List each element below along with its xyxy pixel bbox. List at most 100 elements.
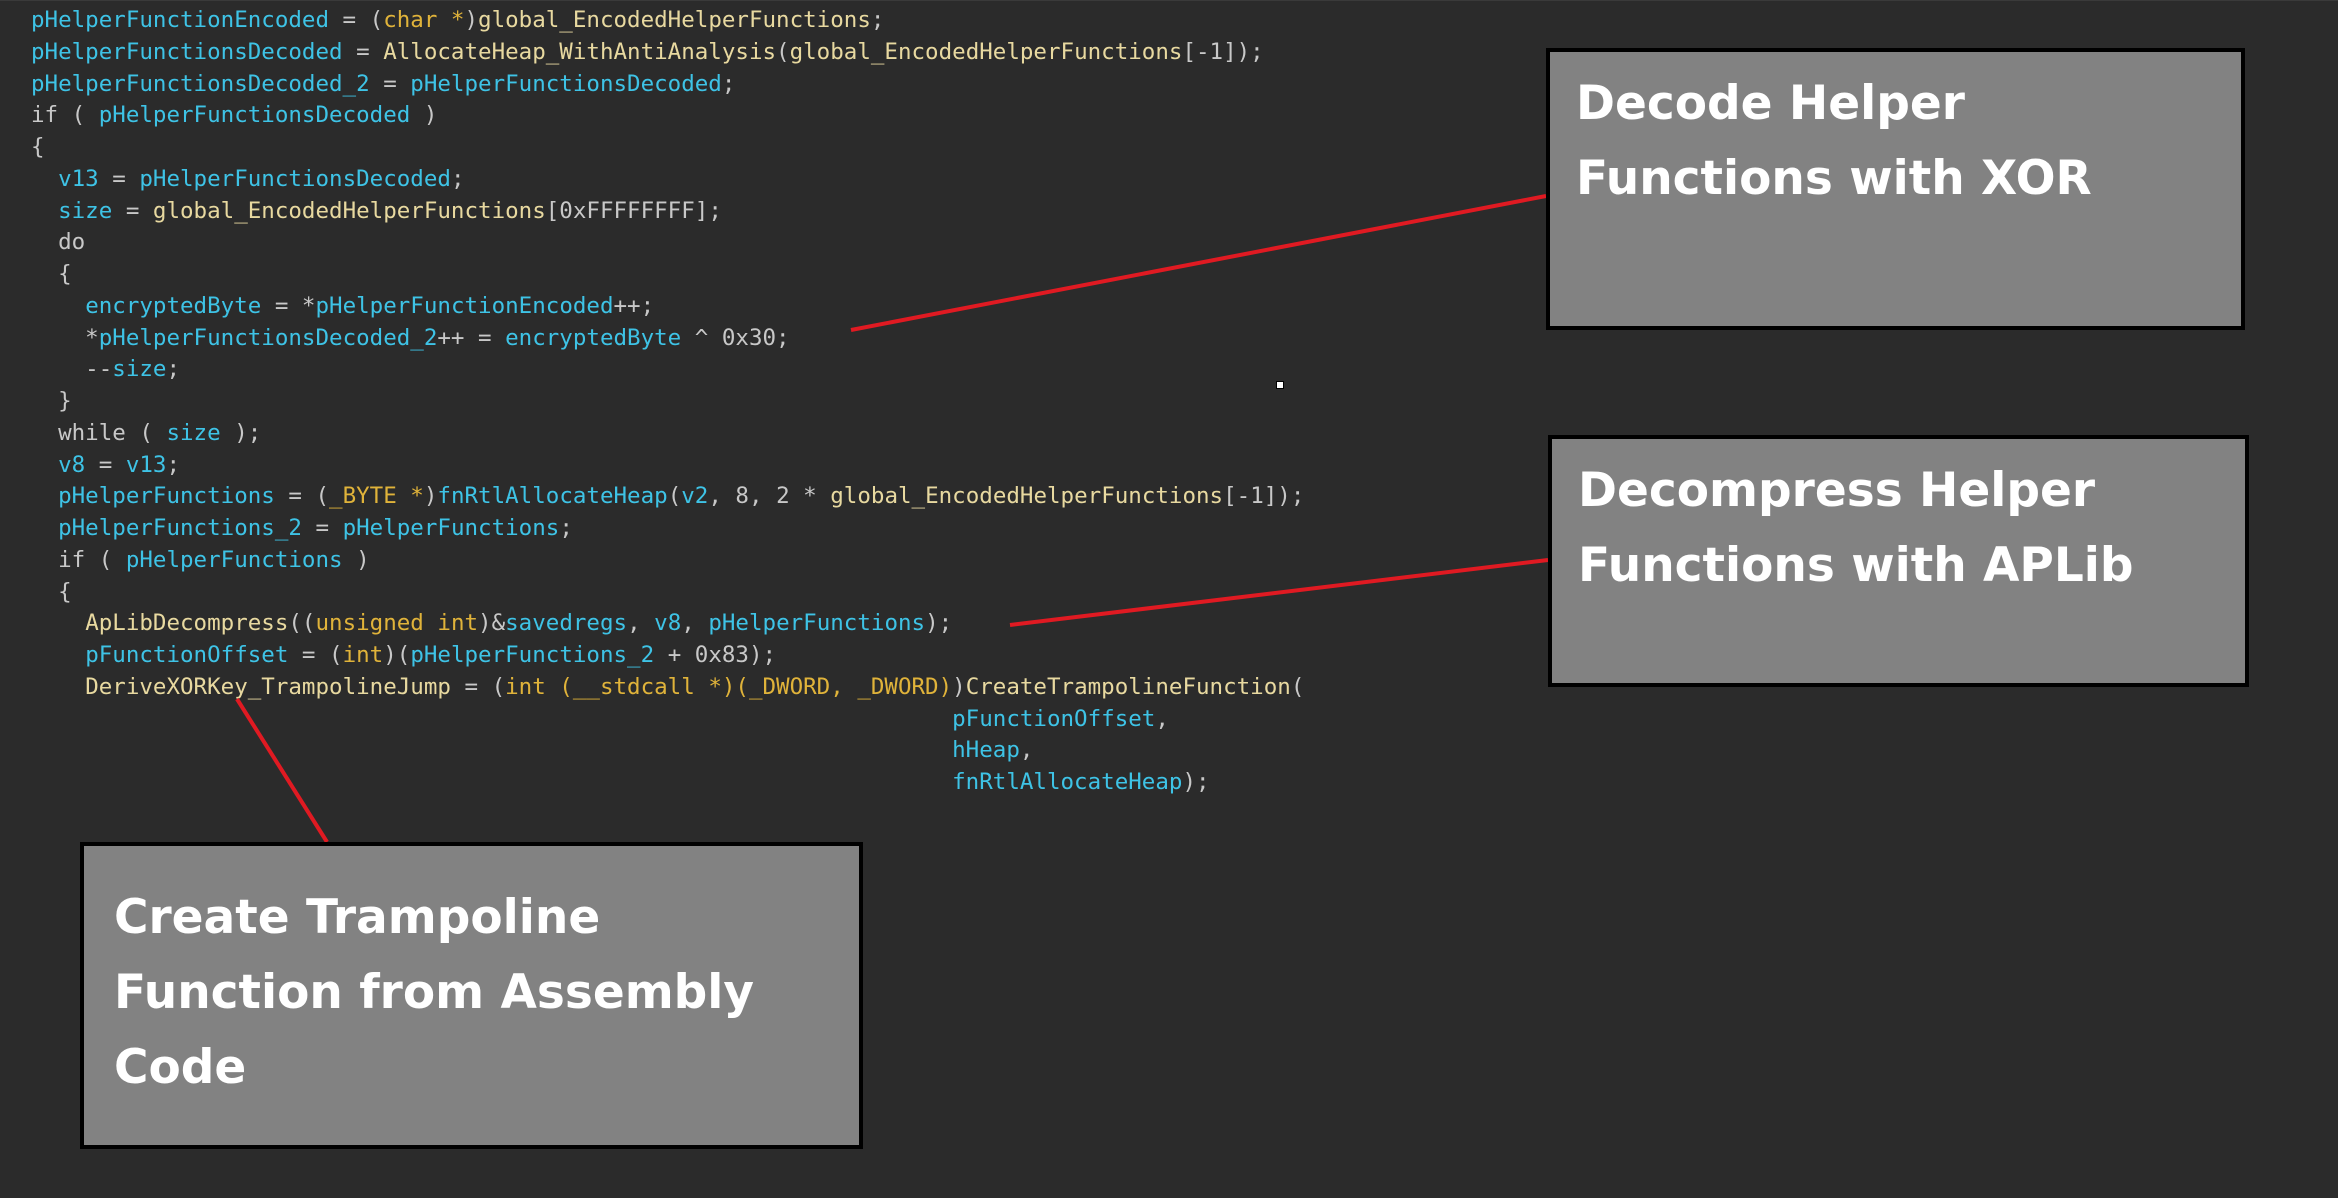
code-token: pHelperFunctions [58,483,275,510]
code-token: savedregs [505,610,628,637]
code-token: pHelperFunctionsDecoded [98,102,411,129]
code-line: pFunctionOffset = (int)(pHelperFunctions… [31,640,1304,672]
callout-text: Decode Helper [1576,76,1965,131]
code-token: = ( [329,7,384,33]
code-token: global_EncodedHelperFunctions [789,38,1183,65]
code-line: pHelperFunctions = (_BYTE *)fnRtlAllocat… [31,481,1304,513]
code-token: , [627,610,655,637]
code-line: { [31,132,1304,164]
code-token: , [1019,737,1034,764]
callout-text: Functions with APLib [1578,538,2134,593]
code-token: , [1155,705,1169,732]
code-token [31,483,58,509]
code-token: size [166,419,221,446]
code-line: --size; [31,354,1304,386]
code-token [31,166,58,192]
callout-text: Decompress Helper [1578,463,2096,518]
code-token: [-1]); [1182,38,1264,65]
code-token: pHelperFunctionsDecoded [410,70,722,97]
code-token: [-1]); [1223,483,1305,510]
code-token: ) [423,483,438,510]
code-token: ++; [613,292,655,319]
code-token: ( [667,483,682,510]
code-token [31,515,58,541]
code-token: ; [559,515,573,541]
decompiled-code[interactable]: pHelperFunctionEncoded = (char *)global_… [31,5,1304,799]
code-line: { [31,577,1304,609]
code-line: } [31,386,1304,418]
code-token: v8 [58,451,86,478]
code-line: ApLibDecompress((unsigned int)&savedregs… [31,608,1304,640]
code-token: pHelperFunctionsDecoded_2 [98,324,438,351]
code-token: [0xFFFFFFFF]; [545,197,722,224]
code-token: )( [383,642,411,668]
code-token [31,452,58,478]
code-token: while ( [31,419,167,446]
code-token: pFunctionOffset [85,642,289,668]
code-token: = [301,515,343,541]
code-token: = [98,165,140,192]
code-token: v8 [654,610,682,637]
code-token: encryptedByte [505,324,682,351]
code-line: pFunctionOffset, [31,704,1304,736]
code-token: -- [31,356,113,383]
code-line: DeriveXORKey_TrampolineJump = (int (__st… [31,672,1304,704]
code-line: v13 = pHelperFunctionsDecoded; [31,164,1304,196]
code-token: char * [383,7,465,33]
code-token: pHelperFunctions [125,546,343,573]
code-token [31,769,952,795]
code-token: global_EncodedHelperFunctions [152,197,546,224]
code-token: int [342,642,384,668]
code-token: ; [450,165,465,192]
code-token: = * [261,292,316,319]
code-token: pHelperFunctionEncoded [31,7,330,33]
code-token: = ( [450,673,506,700]
code-token: pHelperFunctions_2 [410,642,655,668]
code-token: ) [410,102,438,129]
code-token [31,293,85,319]
code-token: unsigned int [315,610,479,637]
code-token: pHelperFunctions [342,515,560,541]
callout-text: Functions with XOR [1576,151,2092,206]
code-token: pHelperFunctionsDecoded [139,165,451,192]
code-token: = [112,197,153,224]
code-line: *pHelperFunctionsDecoded_2++ = encrypted… [31,323,1304,355]
callout-decompress-aplib: Decompress Helper Functions with APLib [1548,435,2249,687]
mouse-cursor-icon [1276,381,1284,389]
callout-decode-xor: Decode Helper Functions with XOR [1546,48,2245,330]
code-token: _BYTE * [329,483,424,510]
code-token: )& [478,610,506,637]
code-token: ); [1182,769,1210,795]
code-line: v8 = v13; [31,450,1304,482]
code-token: , [681,610,709,637]
code-line: if ( pHelperFunctionsDecoded ) [31,100,1304,132]
code-token: pFunctionOffset [952,705,1156,732]
code-token: ^ 0x30; [681,324,790,351]
code-token: { [31,578,72,605]
code-token: = [85,451,126,478]
code-token: v13 [58,165,99,192]
code-line: pHelperFunctionsDecoded = AllocateHeap_W… [31,37,1304,69]
code-token: if ( [31,102,99,129]
code-token: pHelperFunctionsDecoded [31,38,343,65]
code-token: ( [776,38,790,65]
code-token: ( [1290,673,1305,700]
code-line: pHelperFunctionsDecoded_2 = pHelperFunct… [31,69,1304,101]
code-token: ); [925,610,953,637]
code-token: { [31,261,72,287]
code-token: fnRtlAllocateHeap [952,769,1183,795]
code-line: while ( size ); [31,418,1304,450]
code-token: = ( [274,483,330,510]
code-token: ) [952,673,966,700]
code-token: v13 [125,451,167,478]
code-token: CreateTrampolineFunction [965,673,1291,700]
code-token: , 8, 2 * [708,483,831,510]
code-token: pHelperFunctions [708,610,926,637]
code-token: + 0x83); [654,642,777,668]
code-token [31,642,85,668]
code-line: encryptedByte = *pHelperFunctionEncoded+… [31,291,1304,323]
code-token: do [31,229,86,256]
code-token: * [31,324,99,351]
code-token: ; [166,451,181,478]
